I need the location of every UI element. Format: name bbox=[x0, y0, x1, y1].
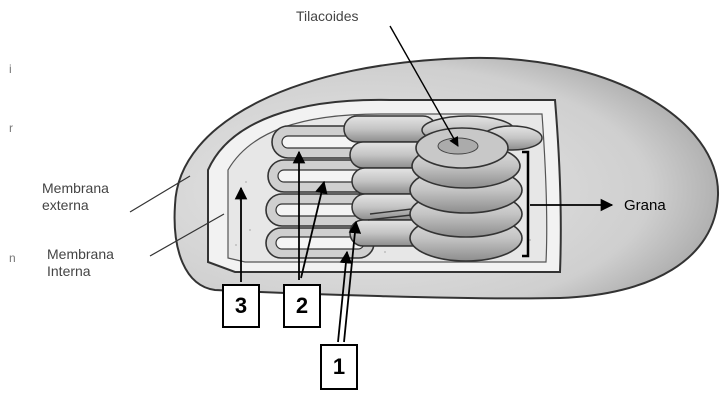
marker-box-1: 1 bbox=[320, 344, 358, 390]
label-membrana-externa-line1: Membrana bbox=[42, 180, 109, 197]
edge-mark-n: n bbox=[9, 251, 16, 265]
marker-box-2: 2 bbox=[283, 284, 321, 328]
edge-mark-i: i bbox=[9, 62, 12, 76]
marker-box-3: 3 bbox=[222, 284, 260, 328]
label-membrana-externa-line2: externa bbox=[42, 197, 109, 214]
label-membrana-externa: Membrana externa bbox=[42, 180, 109, 214]
edge-mark-r: r bbox=[9, 121, 13, 135]
label-membrana-interna: Membrana Interna bbox=[47, 246, 114, 280]
label-membrana-interna-line1: Membrana bbox=[47, 246, 114, 263]
label-grana: Grana bbox=[624, 197, 666, 214]
label-membrana-interna-line2: Interna bbox=[47, 263, 114, 280]
label-tilacoides: Tilacoides bbox=[296, 8, 359, 25]
granum-stack bbox=[410, 128, 522, 261]
